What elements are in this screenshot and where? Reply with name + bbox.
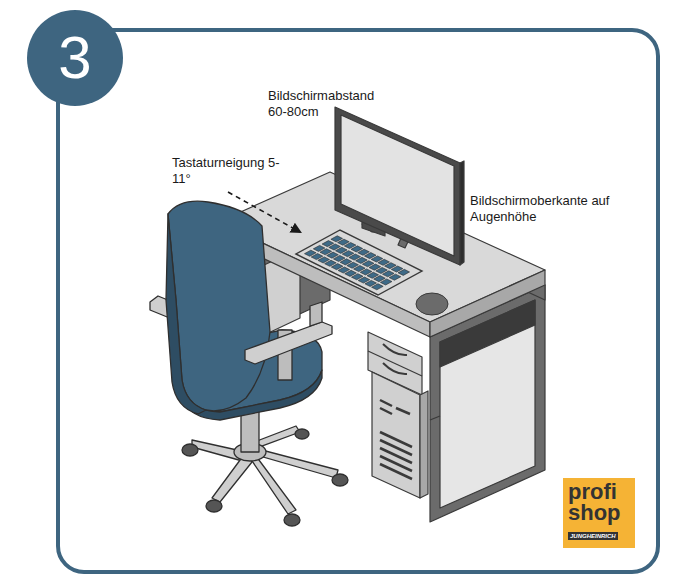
callout-number: 3 <box>27 10 123 106</box>
dimension-label: Bildschirmabstand 60-80cm <box>268 88 390 119</box>
note-label: Bildschirmoberkante auf Augenhöhe <box>470 193 620 224</box>
keyboard-key <box>389 274 401 280</box>
brand-text: JUNGHEINRICH <box>568 532 618 540</box>
office-chair <box>150 201 348 526</box>
dimension-label: Tastaturneigung 5-11° <box>172 155 284 186</box>
keyboard <box>296 230 422 295</box>
keyboard-key <box>372 284 384 290</box>
tower-vents <box>380 400 412 479</box>
logo-box: profi shopJUNGHEINRICH <box>563 478 635 548</box>
mouse <box>416 293 448 315</box>
keyboard-key <box>398 269 410 275</box>
leader-arrow <box>228 192 300 232</box>
keyboard-key <box>380 279 392 285</box>
step-number: 3 <box>58 28 91 88</box>
logo-text: profi shop <box>568 482 624 524</box>
frame <box>58 30 658 572</box>
